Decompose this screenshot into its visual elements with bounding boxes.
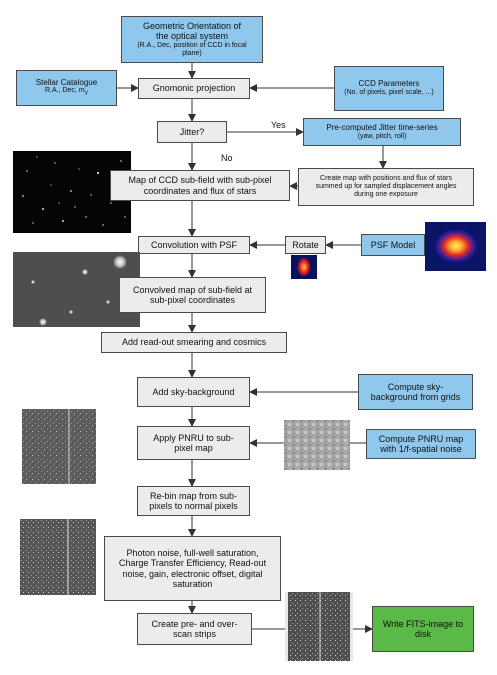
node-compute-sky-background: Compute sky-background from grids [358, 374, 473, 410]
pnru-texture [284, 420, 350, 470]
node-rotate: Rotate [285, 236, 326, 254]
node-gnomonic-projection: Gnomonic projection [138, 78, 250, 99]
edge-label-no: No [221, 153, 233, 163]
node-convolution-psf: Convolution with PSF [138, 236, 250, 254]
final-frame-image [285, 592, 353, 661]
psf-model-blob [434, 229, 478, 263]
node-geometric-orientation-title2: the optical system [155, 31, 229, 42]
node-precomputed-jitter: Pre-computed Jitter time-series (yaw, pi… [303, 118, 461, 146]
noise-image-1 [22, 409, 96, 484]
noise-image-1-texture [22, 409, 96, 484]
node-geometric-orientation-title: Geometric Orientation of [142, 21, 242, 32]
node-readout-smearing: Add read-out smearing and cosmics [101, 332, 287, 353]
node-stellar-catalogue: Stellar Catalogue R.A., Dec, mV [16, 70, 117, 106]
node-stellar-catalogue-title: Stellar Catalogue [35, 77, 98, 87]
node-scan-strips: Create pre- and over-scan strips [137, 613, 252, 645]
noise-image-2 [20, 519, 96, 595]
node-add-sky-background: Add sky-background [137, 377, 250, 407]
node-precomputed-jitter-title: Pre-computed Jitter time-series [326, 122, 438, 132]
node-ccd-parameters-sub: (No. of pixels, pixel scale, ...) [344, 89, 434, 97]
node-compute-pnru: Compute PNRU map with 1/f-spatial noise [366, 429, 476, 459]
rotated-psf-blob [297, 257, 311, 277]
pnru-texture-image [284, 420, 350, 470]
node-apply-pnru: Apply PNRU to sub-pixel map [137, 426, 250, 460]
node-ccd-parameters: CCD Parameters (No. of pixels, pixel sca… [334, 66, 444, 111]
convolved-field-blobs [31, 255, 127, 326]
node-geometric-orientation: Geometric Orientation of the optical sys… [121, 16, 263, 63]
node-rebin-map: Re-bin map from sub-pixels to normal pix… [137, 486, 250, 516]
rotated-psf-image [291, 255, 317, 279]
psf-model-image [425, 222, 486, 271]
node-photon-noise: Photon noise, full-well saturation, Char… [104, 536, 281, 601]
node-precomputed-jitter-sub: (yaw, pitch, roll) [357, 132, 407, 140]
node-write-fits: Write FITS-image to disk [372, 606, 474, 652]
node-ccd-parameters-title: CCD Parameters [358, 79, 420, 89]
edge-label-yes: Yes [271, 120, 286, 130]
node-create-map: Create map with positions and flux of st… [298, 168, 474, 206]
node-convolved-map: Convolved map of sub-field at sub-pixel … [119, 277, 266, 313]
convolved-field-image [13, 252, 140, 327]
node-geometric-orientation-sub: (R.A., Dec, position of CCD in focal pla… [137, 42, 247, 58]
final-frame-texture [285, 592, 353, 661]
node-stellar-catalogue-sub: R.A., Dec, mV [44, 87, 89, 97]
node-ccd-subfield-map: Map of CCD sub-field with sub-pixel coor… [110, 170, 290, 201]
node-psf-model: PSF Model [361, 234, 425, 256]
noise-image-2-texture [20, 519, 96, 595]
node-jitter-decision: Jitter? [157, 121, 227, 143]
